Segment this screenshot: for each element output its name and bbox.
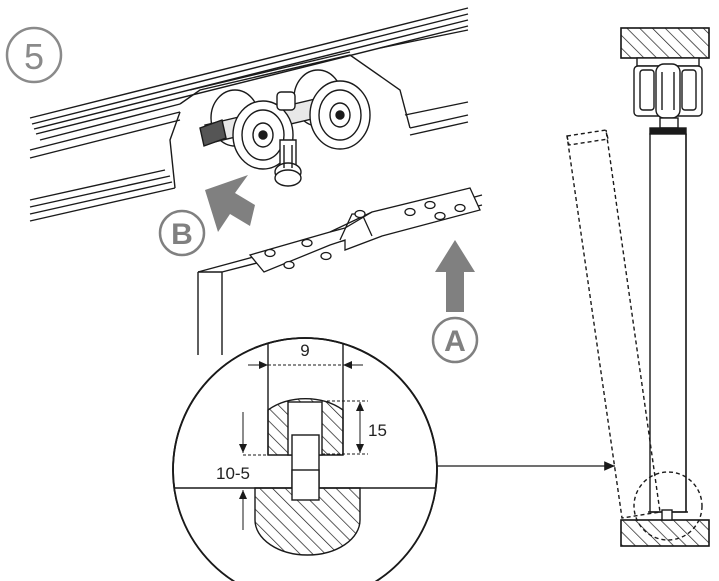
dim-height: 15: [322, 400, 387, 455]
dim-width: 9: [248, 341, 363, 369]
marker-a-label: A: [444, 325, 466, 358]
floor-section: [620, 519, 710, 547]
mounting-plate: [248, 187, 481, 273]
dim-gap-label: 10-5: [216, 464, 250, 483]
detail-callout-circle: [633, 471, 703, 541]
step-circle: [5, 26, 63, 84]
trolley-side-view: [633, 57, 703, 135]
roller-wheel-front-left: [232, 100, 294, 170]
arrow-a: A: [431, 240, 479, 364]
dim-height-label: 15: [368, 421, 387, 440]
marker-b-circle: [158, 209, 206, 257]
roller-wheel-front-right: [309, 80, 371, 150]
door-upright: [648, 133, 688, 521]
marker-a-circle: [431, 316, 479, 364]
screw-icon: [264, 200, 466, 270]
ceiling-section: [620, 27, 710, 59]
rail-track: [29, 7, 469, 222]
marker-b-label: B: [171, 218, 193, 251]
dim-width-label: 9: [300, 341, 309, 360]
step-badge: 5: [5, 26, 63, 84]
roller-trolley: [199, 69, 371, 187]
step-number: 5: [24, 36, 44, 77]
dim-gap: 10-5: [216, 412, 292, 530]
detail-view: 9 15 10-5: [172, 337, 438, 581]
arrow-b: B: [158, 175, 255, 257]
side-elevation: [566, 27, 710, 547]
door-tilted-dashed: [566, 129, 661, 519]
